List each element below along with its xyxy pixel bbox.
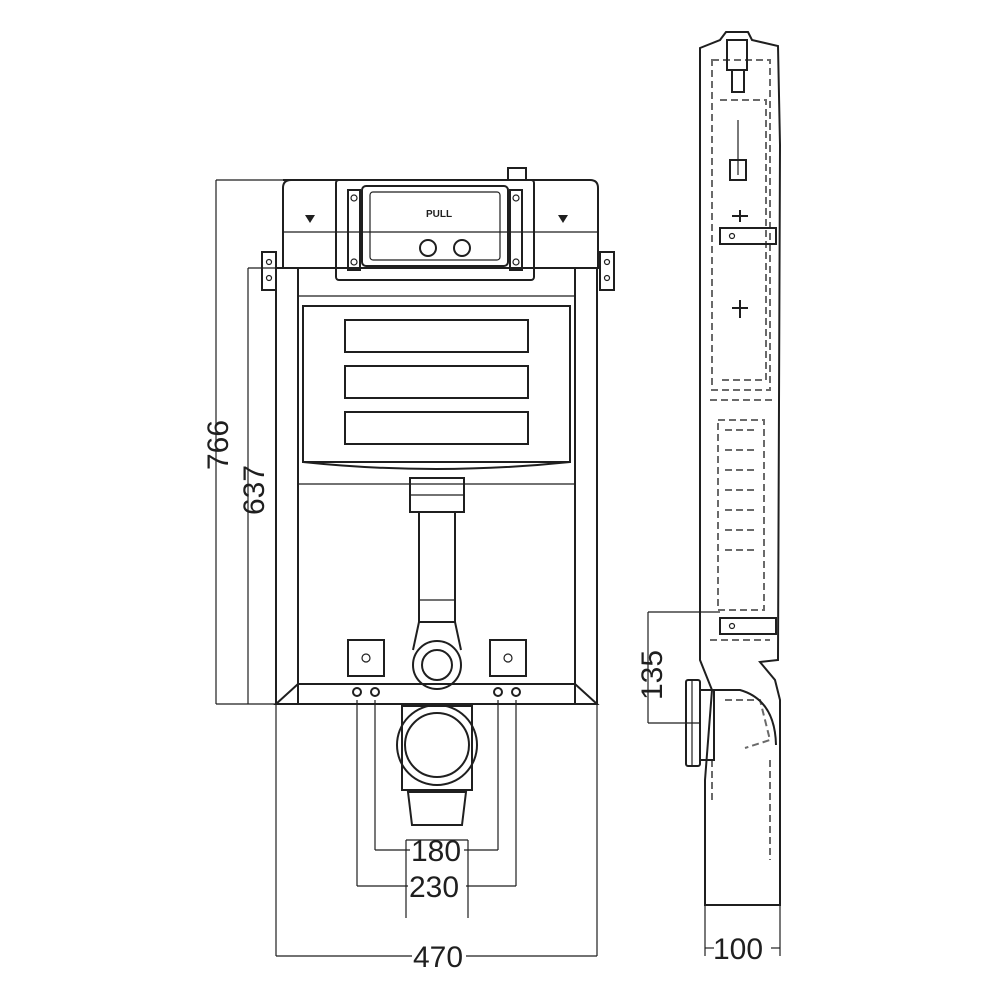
dim-766-label: 766 bbox=[202, 420, 235, 470]
front-view: PULL bbox=[202, 167, 615, 974]
right-bracket bbox=[599, 251, 615, 291]
cistern-panel bbox=[302, 305, 571, 463]
left-lug bbox=[347, 639, 385, 677]
dim-180-label: 180 bbox=[411, 835, 461, 868]
panel-slot-3 bbox=[344, 411, 529, 445]
dim-100-label: 100 bbox=[713, 933, 763, 966]
right-lug bbox=[489, 639, 527, 677]
right-upright bbox=[574, 267, 598, 705]
left-upright bbox=[275, 267, 299, 705]
panel-slot-2 bbox=[344, 365, 529, 399]
side-bracket-bottom bbox=[719, 617, 777, 635]
side-view: 135 100 bbox=[636, 31, 782, 966]
dim-depth: 100 bbox=[704, 905, 781, 966]
left-bracket bbox=[261, 251, 277, 291]
dim-637-label: 637 bbox=[238, 465, 271, 515]
right-arrow-mark bbox=[558, 215, 568, 223]
dim-230-label: 230 bbox=[409, 871, 459, 904]
dim-inner-spacing: 180 bbox=[374, 700, 499, 868]
frame-base bbox=[273, 683, 600, 705]
plate-label: PULL bbox=[426, 209, 452, 220]
dim-outer-spacing: 230 bbox=[356, 700, 517, 904]
dim-frame-height: 637 bbox=[238, 267, 276, 704]
side-bracket-top bbox=[719, 227, 777, 245]
flush-hole-left bbox=[419, 239, 437, 257]
pipe-elbow-outer bbox=[412, 640, 462, 690]
cistern-body bbox=[282, 179, 599, 269]
dim-135-label: 135 bbox=[636, 650, 669, 700]
left-arrow-mark bbox=[305, 215, 315, 223]
side-profile bbox=[699, 31, 782, 906]
flush-hole-right bbox=[453, 239, 471, 257]
actuator-plate bbox=[361, 185, 509, 267]
dim-width: 470 bbox=[275, 704, 598, 974]
dim-outlet-height: 135 bbox=[636, 611, 720, 724]
flush-pipe bbox=[418, 511, 456, 623]
dim-470-label: 470 bbox=[413, 941, 463, 974]
panel-slot-1 bbox=[344, 319, 529, 353]
flush-valve bbox=[409, 477, 465, 513]
dim-overall-height: 766 bbox=[202, 179, 283, 705]
actuator-frame bbox=[335, 179, 535, 281]
